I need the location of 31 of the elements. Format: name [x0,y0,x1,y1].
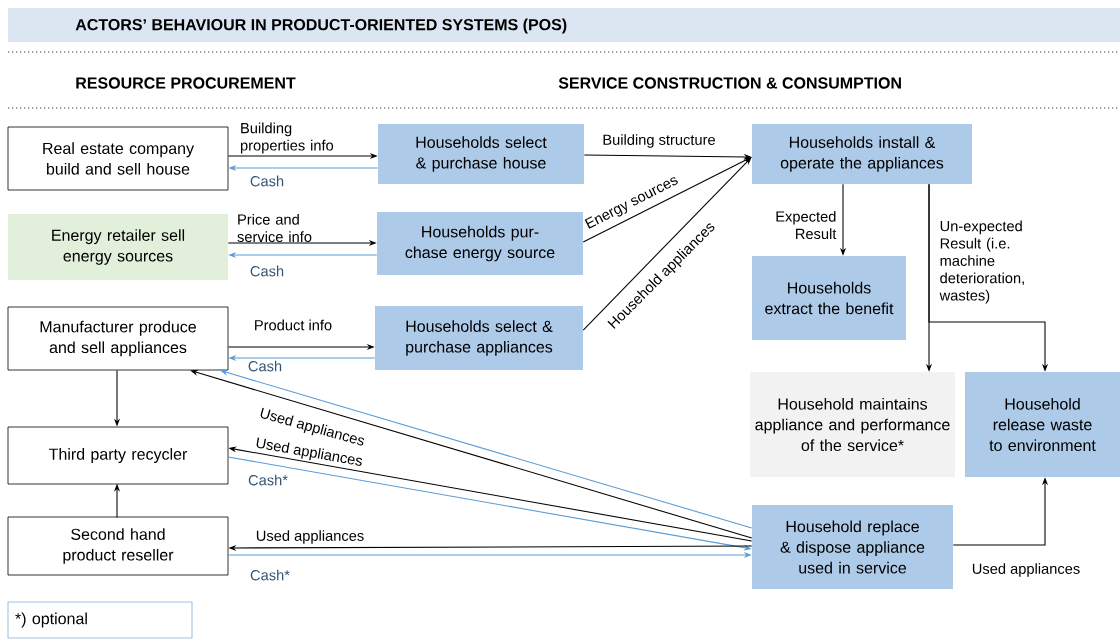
process-box: Household maintains appliance and performance of the service* [750,372,955,477]
process-box: Household replace & dispose appliance used in service [752,505,953,589]
actor-box: Third party recycler [7,426,229,485]
actor-box: Manufacturer produce and sell appliances [7,306,229,371]
edge-label: Cash* [250,569,290,581]
edge-label: Un-expected Result (i.e. machine deterioration, wastes) [939,220,1024,304]
actor-box: Second hand product reseller [7,516,229,576]
section-heading: RESOURCE PROCUREMENT [76,77,296,89]
edge-label: Building structure [603,134,715,148]
actor-box: Real estate company build and sell house [7,126,229,191]
edge-label: Used appliances [972,563,1080,577]
arrow [582,157,752,331]
section-heading: SERVICE CONSTRUCTION & CONSUMPTION [558,77,901,89]
edge-label: Cash* [248,474,288,486]
note-box: *) optional [7,601,193,639]
process-box: Households pur- chase energy source [377,212,583,275]
process-box: Households select & purchase house [378,124,584,184]
edge-label: Used appliances [256,530,364,544]
actor-box: Energy retailer sell energy sources [8,214,228,280]
title-band: ACTORS’ BEHAVIOUR IN PRODUCT-ORIENTED SYSTEMS (POS) [8,8,1120,42]
edge-label: Cash [248,360,282,372]
edge-label: Price and service info [237,213,312,243]
edge-label: Cash [250,175,284,187]
process-box: Households select & purchase appliances [375,306,583,370]
process-box: Households extract the benefit [752,256,906,340]
edge-label: Product info [255,319,332,331]
process-box: Household release waste to environment [965,372,1120,477]
process-box: Households install & operate the appliances [752,124,972,184]
edge-label: Building properties info [240,122,334,154]
edge-label: Expected Result [776,210,837,240]
edge-label: Cash [250,265,284,277]
